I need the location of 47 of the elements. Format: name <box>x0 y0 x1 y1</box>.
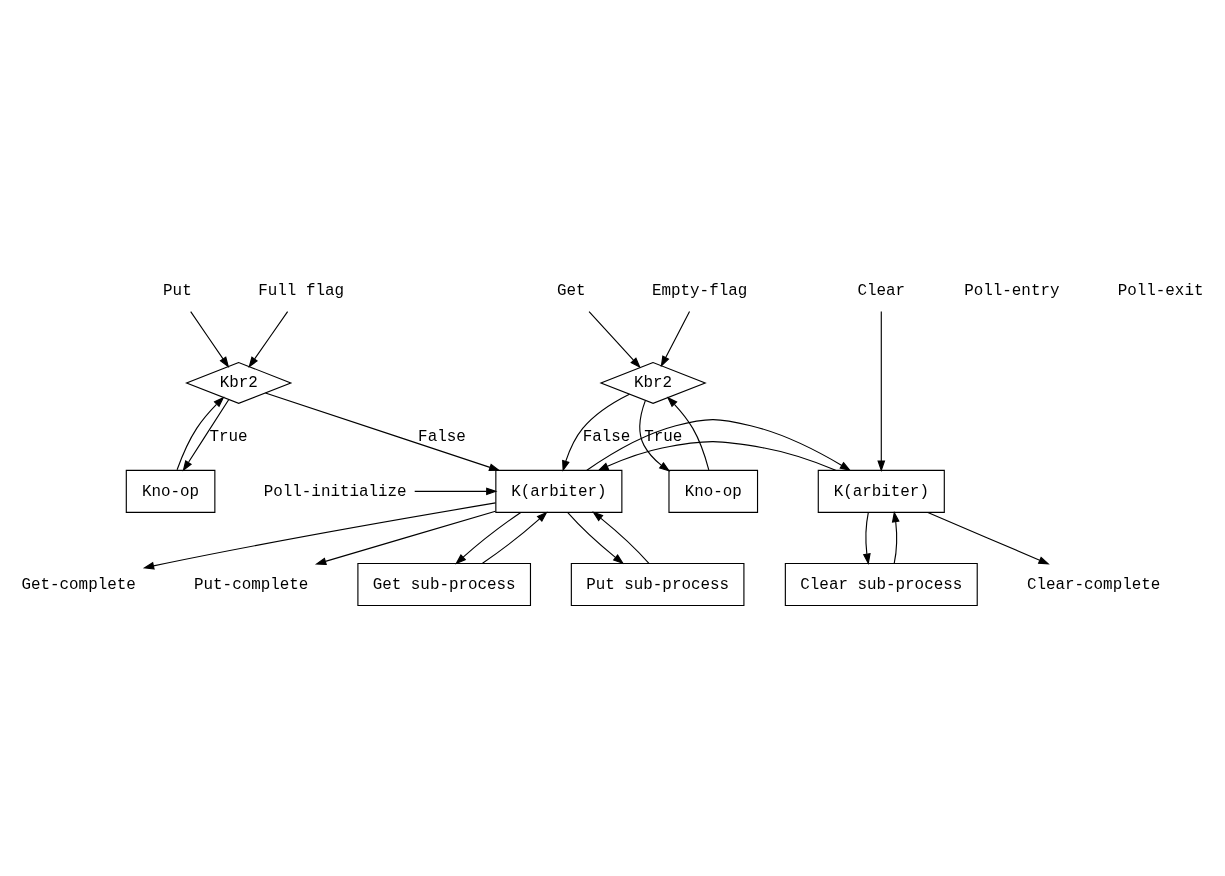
node-box: Get sub-process <box>357 562 532 607</box>
edge-label: False <box>418 428 466 447</box>
node-box: Put sub-process <box>570 562 745 607</box>
arrow <box>562 393 630 472</box>
arrow <box>314 510 497 566</box>
arrow <box>877 310 886 472</box>
node-text: Get-complete <box>21 575 136 594</box>
node-box: K(arbiter) <box>495 469 623 513</box>
node-box: Clear sub-process <box>784 562 978 607</box>
arrow <box>182 399 230 472</box>
edge-label: True <box>209 428 248 447</box>
arrow <box>176 396 225 471</box>
node-diamond: Kbr2 <box>185 361 293 404</box>
arrow <box>567 512 625 565</box>
node-text: Get <box>557 282 586 301</box>
node-box: K(arbiter) <box>817 469 945 513</box>
node-box: Kno-op <box>125 469 216 513</box>
node-diamond: Kbr2 <box>599 361 707 404</box>
arrow <box>597 441 837 471</box>
arrow <box>927 511 1050 565</box>
node-text: Put <box>163 282 192 301</box>
node-text: Full flag <box>258 282 345 301</box>
node-text: Clear <box>857 282 906 301</box>
node-text: Clear-complete <box>1026 575 1161 594</box>
node-text: Put-complete <box>194 575 309 594</box>
label: Poll-entry <box>964 282 1060 301</box>
arrow <box>142 502 497 570</box>
edge-label: True <box>644 428 683 447</box>
arrow <box>414 487 498 496</box>
node-box: Kno-op <box>668 469 759 513</box>
arrow <box>588 311 641 369</box>
arrow <box>862 512 871 565</box>
label: Poll-exit <box>1117 282 1204 301</box>
arrow <box>586 419 852 472</box>
arrow <box>248 311 289 368</box>
arrow <box>891 510 900 564</box>
arrow <box>190 311 230 368</box>
arrow <box>666 396 710 471</box>
arrow <box>639 400 671 472</box>
arrow <box>264 392 501 472</box>
node-text: Poll-initialize <box>263 482 407 501</box>
arrow <box>592 511 650 564</box>
edge-label: False <box>582 428 631 447</box>
arrow <box>455 511 522 565</box>
arrow <box>481 511 548 564</box>
arrow <box>660 311 691 368</box>
node-text: Empty-flag <box>652 282 748 301</box>
